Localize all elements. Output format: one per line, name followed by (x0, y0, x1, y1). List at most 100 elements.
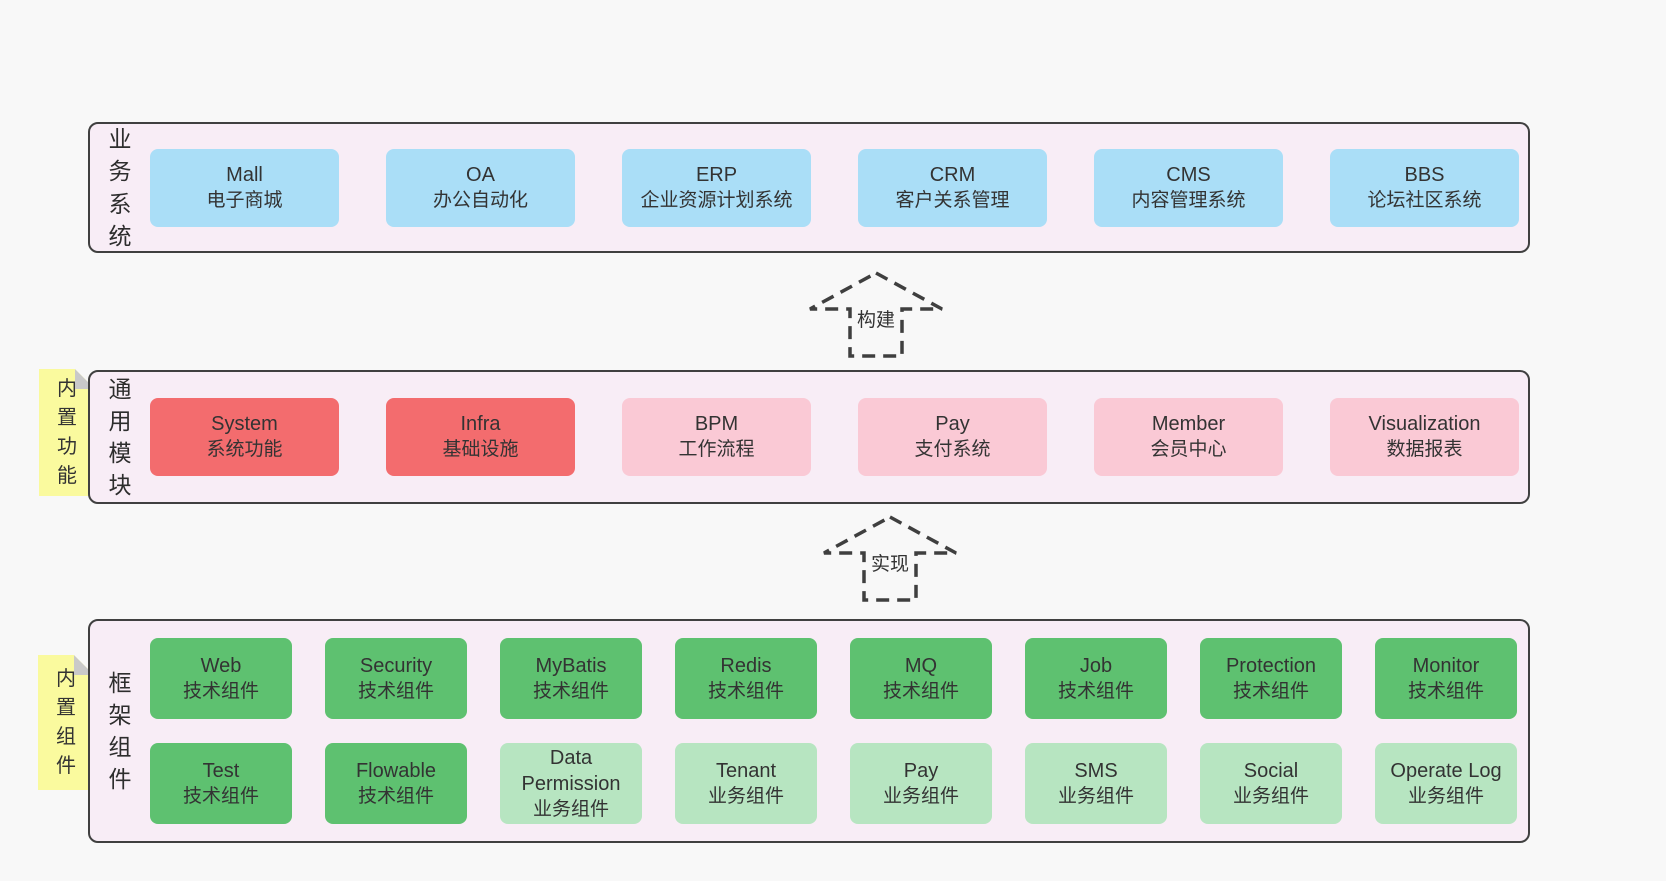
node-subtitle: 技术组件 (707, 680, 784, 702)
node-crm: CRM 客户关系管理 (858, 148, 1047, 227)
node-title: Pay (903, 759, 939, 782)
arrow-implement: 实现 (820, 514, 960, 604)
node-title: OA (466, 163, 495, 186)
node-subtitle: 客户关系管理 (895, 189, 1010, 211)
node-mall: Mall 电子商城 (150, 148, 339, 227)
node-title: Member (1151, 413, 1226, 436)
node-subtitle: 业务组件 (882, 785, 959, 807)
node-subtitle: 技术组件 (182, 785, 259, 807)
node-title: Protection (1225, 654, 1317, 677)
node-subtitle: 技术组件 (357, 680, 434, 702)
node-title: Pay (935, 413, 970, 436)
node-system: System 系统功能 (150, 398, 339, 476)
node-protection: Protection 技术组件 (1200, 638, 1342, 719)
section-label-text: 通用模块 (108, 375, 132, 499)
node-subtitle: 工作流程 (678, 439, 755, 461)
node-subtitle: 业务组件 (1057, 785, 1134, 807)
node-security: Security 技术组件 (325, 638, 467, 719)
section-common-modules: 通用模块 System 系统功能 Infra 基础设施 BPM 工作流程 Pay… (88, 370, 1530, 504)
node-tenant: Tenant 业务组件 (675, 743, 817, 824)
node-sms: SMS 业务组件 (1025, 743, 1167, 824)
section-label-framework-components: 框架组件 (90, 621, 150, 841)
node-title: CRM (929, 163, 976, 186)
node-title: MQ (904, 654, 938, 677)
node-subtitle: 论坛社区系统 (1367, 189, 1482, 211)
node-title: BPM (694, 413, 739, 436)
node-job: Job 技术组件 (1025, 638, 1167, 719)
sticky-note-text: 内置功能 (57, 377, 77, 487)
node-title: Security (359, 654, 433, 677)
node-test: Test 技术组件 (150, 743, 292, 824)
arrow-label: 构建 (851, 304, 901, 333)
node-bbs: BBS 论坛社区系统 (1330, 148, 1519, 227)
node-flowable: Flowable 技术组件 (325, 743, 467, 824)
node-title: SMS (1074, 759, 1118, 782)
business-systems-row: Mall 电子商城 OA 办公自动化 ERP 企业资源计划系统 CRM 客户关系… (150, 124, 1528, 251)
framework-components-grid: Web 技术组件 Security 技术组件 MyBatis 技术组件 Redi… (150, 621, 1528, 841)
section-business-systems: 业务系统 Mall 电子商城 OA 办公自动化 ERP 企业资源计划系统 CRM… (88, 122, 1530, 253)
node-subtitle: 会员中心 (1150, 439, 1227, 461)
node-oa: OA 办公自动化 (386, 148, 575, 227)
node-title: Data Permission (521, 746, 621, 795)
dashed-up-arrow-icon (823, 515, 957, 602)
node-title: MyBatis (535, 654, 607, 677)
node-title: System (211, 413, 278, 436)
node-title: Visualization (1368, 413, 1481, 436)
node-subtitle: 业务组件 (1407, 785, 1484, 807)
node-redis: Redis 技术组件 (675, 638, 817, 719)
node-erp: ERP 企业资源计划系统 (622, 148, 811, 227)
node-subtitle: 技术组件 (357, 785, 434, 807)
node-subtitle: 支付系统 (914, 439, 991, 461)
framework-components-row-2: Test 技术组件 Flowable 技术组件 Data Permission … (150, 743, 1528, 824)
node-title: Test (202, 759, 240, 782)
dashed-up-arrow-icon (809, 271, 943, 358)
node-title: Web (200, 654, 242, 677)
arrow-label: 实现 (865, 548, 915, 577)
node-subtitle: 技术组件 (182, 680, 259, 702)
section-framework-components: 框架组件 Web 技术组件 Security 技术组件 MyBatis 技术组件… (88, 619, 1530, 843)
node-subtitle: 技术组件 (1407, 680, 1484, 702)
node-subtitle: 系统功能 (206, 439, 283, 461)
node-title: CMS (1166, 163, 1211, 186)
node-subtitle: 技术组件 (882, 680, 959, 702)
node-web: Web 技术组件 (150, 638, 292, 719)
node-title: BBS (1404, 163, 1445, 186)
node-title: Monitor (1412, 654, 1480, 677)
node-mybatis: MyBatis 技术组件 (500, 638, 642, 719)
node-social: Social 业务组件 (1200, 743, 1342, 824)
node-cms: CMS 内容管理系统 (1094, 148, 1283, 227)
node-subtitle: 技术组件 (1232, 680, 1309, 702)
section-label-common-modules: 通用模块 (90, 372, 150, 502)
sticky-note-built-in-components: 内置组件 (38, 655, 94, 790)
node-data-permission: Data Permission 业务组件 (500, 743, 642, 824)
node-subtitle: 技术组件 (532, 680, 609, 702)
node-title: Infra (460, 413, 501, 436)
node-title: Mall (226, 163, 263, 186)
node-title: Tenant (715, 759, 777, 782)
framework-components-row-1: Web 技术组件 Security 技术组件 MyBatis 技术组件 Redi… (150, 638, 1528, 719)
node-subtitle: 业务组件 (707, 785, 784, 807)
node-subtitle: 技术组件 (1057, 680, 1134, 702)
node-subtitle: 业务组件 (1232, 785, 1309, 807)
node-title: Flowable (355, 759, 437, 782)
node-infra: Infra 基础设施 (386, 398, 575, 476)
node-pay-business: Pay 业务组件 (850, 743, 992, 824)
node-title: Social (1243, 759, 1299, 782)
node-visualization: Visualization 数据报表 (1330, 398, 1519, 476)
sticky-note-built-in-functions: 内置功能 (39, 369, 95, 496)
node-monitor: Monitor 技术组件 (1375, 638, 1517, 719)
common-modules-row: System 系统功能 Infra 基础设施 BPM 工作流程 Pay 支付系统… (150, 372, 1528, 502)
node-title: Job (1079, 654, 1113, 677)
node-subtitle: 数据报表 (1386, 439, 1463, 461)
node-subtitle: 电子商城 (206, 189, 283, 211)
node-title: ERP (695, 163, 738, 186)
sticky-note-text: 内置组件 (56, 667, 76, 777)
node-pay: Pay 支付系统 (858, 398, 1047, 476)
arrow-build: 构建 (806, 270, 946, 360)
node-subtitle: 办公自动化 (432, 189, 528, 211)
node-bpm: BPM 工作流程 (622, 398, 811, 476)
node-mq: MQ 技术组件 (850, 638, 992, 719)
node-member: Member 会员中心 (1094, 398, 1283, 476)
node-operate-log: Operate Log 业务组件 (1375, 743, 1517, 824)
